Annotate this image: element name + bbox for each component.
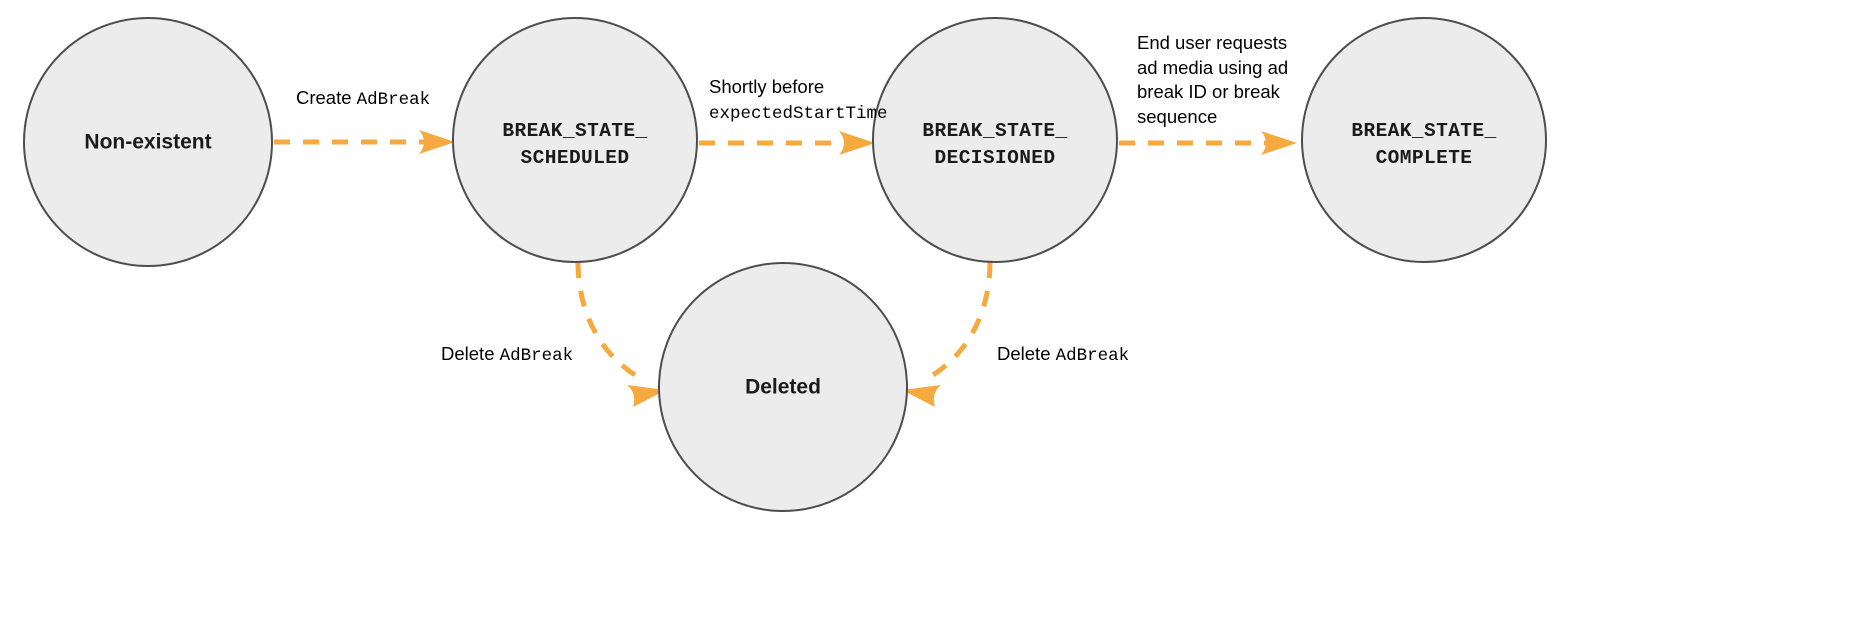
edge-create-adbreak xyxy=(274,130,455,154)
edge-label-delete-from-scheduled-run2: AdBreak xyxy=(499,346,574,366)
state-node-break-state-complete[interactable]: BREAK_STATE_ COMPLETE xyxy=(1301,17,1547,263)
edge-delete-from-scheduled-path xyxy=(575,261,642,381)
edge-label-shortly-before-expected-start-time: Shortly before expectedStartTime xyxy=(709,75,888,126)
state-node-break-state-scheduled-label-line1: BREAK_STATE_ xyxy=(502,120,647,142)
edge-shortly-before-arrowhead xyxy=(839,131,875,155)
state-node-break-state-decisioned-circle[interactable] xyxy=(872,17,1118,263)
edge-label-create-adbreak: Create AdBreak xyxy=(296,86,430,112)
edge-end-user-requests-arrowhead xyxy=(1261,131,1297,155)
edge-label-end-user-requests-line3: break ID or break xyxy=(1137,80,1288,105)
edge-label-end-user-requests-ad-media: End user requests ad media using ad brea… xyxy=(1137,31,1288,129)
edge-delete-from-decisioned-arrowhead xyxy=(902,385,941,407)
edge-create-adbreak-arrowhead xyxy=(419,130,455,154)
edge-label-create-adbreak-run2: AdBreak xyxy=(356,90,431,110)
state-node-deleted-label: Deleted xyxy=(745,376,821,399)
state-node-deleted[interactable]: Deleted xyxy=(658,262,908,512)
edge-label-delete-from-decisioned-line1: Delete AdBreak xyxy=(997,342,1129,368)
edge-label-delete-from-decisioned-run2: AdBreak xyxy=(1055,346,1130,366)
edge-label-end-user-requests-line1: End user requests xyxy=(1137,31,1288,56)
edge-label-end-user-requests-run3: break ID or break xyxy=(1137,81,1280,103)
edge-label-shortly-before-line2: expectedStartTime xyxy=(709,100,888,126)
edge-end-user-requests-ad-media xyxy=(1119,131,1297,155)
edge-label-delete-from-scheduled-run1: Delete xyxy=(441,343,500,364)
edge-delete-from-decisioned-path xyxy=(926,261,993,381)
edge-delete-adbreak-from-scheduled xyxy=(575,261,666,407)
state-node-non-existent[interactable]: Non-existent xyxy=(23,17,273,267)
state-node-break-state-complete-circle[interactable] xyxy=(1301,17,1547,263)
edge-label-shortly-before-run1: Shortly before xyxy=(709,76,825,97)
state-node-non-existent-label: Non-existent xyxy=(84,131,211,154)
edge-label-delete-adbreak-from-scheduled: Delete AdBreak xyxy=(441,342,573,368)
state-node-deleted-circle[interactable] xyxy=(658,262,908,512)
edge-label-create-adbreak-run1: Create xyxy=(296,87,357,108)
state-node-break-state-decisioned-label-line1: BREAK_STATE_ xyxy=(922,120,1067,142)
edge-shortly-before-expected-start-time xyxy=(699,131,875,155)
edge-delete-adbreak-from-decisioned xyxy=(902,261,993,407)
state-node-break-state-scheduled-circle[interactable] xyxy=(452,17,698,263)
edge-delete-from-scheduled-arrowhead xyxy=(627,385,666,407)
state-node-break-state-decisioned[interactable]: BREAK_STATE_ DECISIONED xyxy=(872,17,1118,263)
edge-label-end-user-requests-run2: ad media using ad xyxy=(1137,56,1289,78)
edge-label-delete-from-decisioned-run1: Delete xyxy=(997,343,1056,364)
edge-label-create-adbreak-line1: Create AdBreak xyxy=(296,86,430,112)
state-node-break-state-scheduled[interactable]: BREAK_STATE_ SCHEDULED xyxy=(452,17,698,263)
state-node-non-existent-circle[interactable] xyxy=(23,17,273,267)
edge-label-shortly-before-run2: expectedStartTime xyxy=(709,103,888,124)
edge-label-end-user-requests-line2: ad media using ad xyxy=(1137,56,1288,81)
state-node-break-state-decisioned-label-line2: DECISIONED xyxy=(934,147,1055,169)
edge-label-shortly-before-line1: Shortly before xyxy=(709,75,888,100)
edge-label-end-user-requests-run1: End user requests xyxy=(1137,32,1288,53)
edge-label-delete-from-scheduled-line1: Delete AdBreak xyxy=(441,342,573,368)
edge-label-end-user-requests-line4: sequence xyxy=(1137,105,1288,130)
edge-label-end-user-requests-run4: sequence xyxy=(1137,105,1218,127)
state-node-break-state-complete-label-line2: COMPLETE xyxy=(1376,147,1473,169)
state-node-break-state-complete-label-line1: BREAK_STATE_ xyxy=(1351,120,1496,142)
state-node-break-state-scheduled-label-line2: SCHEDULED xyxy=(521,147,630,169)
edge-label-delete-adbreak-from-decisioned: Delete AdBreak xyxy=(997,342,1129,368)
